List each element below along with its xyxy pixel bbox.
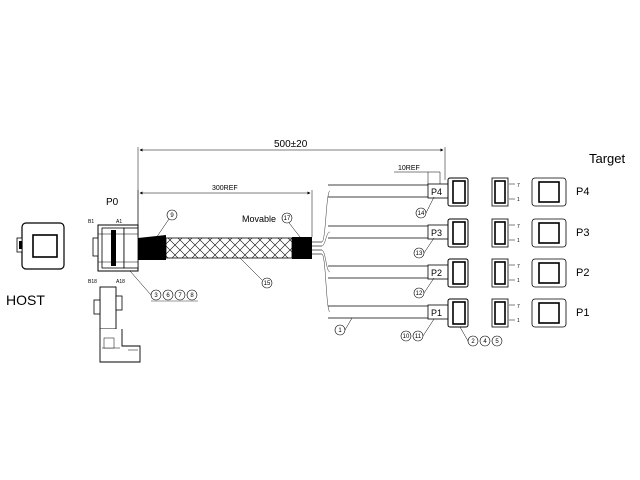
callout-11: 11 [415,334,422,340]
callout-17: 17 [284,216,291,222]
port-tag-p4: P4 [431,187,442,197]
branch-p1 [328,298,567,328]
callout-2: 2 [471,339,475,345]
p0-connector [92,224,139,272]
branch-p3 [328,218,567,248]
branch-p4 [328,177,567,207]
callout-12: 12 [416,291,423,297]
pin-b18: B18 [88,279,97,285]
callout-5: 5 [495,339,499,345]
callouts: 9 17 15 14 13 12 1 3 6 7 8 [129,196,503,347]
dimension-braid-label: 300REF [212,185,238,192]
dimension-total [137,147,446,237]
callout-13: 13 [416,251,423,257]
port-label-p4: P4 [576,186,589,198]
callout-14: 14 [418,211,425,217]
port-label-p1: P1 [576,307,589,319]
port-tag-p2: P2 [431,268,442,278]
main-cable [138,235,322,260]
pin-a1: A1 [116,219,122,225]
callout-9: 9 [170,213,174,219]
host-label: HOST [6,292,45,308]
dimension-tail-label: 10REF [398,165,420,172]
callout-4: 4 [483,339,487,345]
dimension-braid [137,190,313,237]
dimension-tail [394,171,441,185]
callout-3: 3 [154,293,158,299]
port-pin-bottom: 1 [517,318,520,324]
callout-10: 10 [403,334,410,340]
port-label-p3: P3 [576,227,589,239]
port-tag-p1: P1 [431,308,442,318]
host-connector [16,222,65,270]
movable-label: Movable [242,214,276,224]
dimension-total-label: 500±20 [274,139,308,150]
port-tag-p3: P3 [431,228,442,238]
callout-6: 6 [166,293,170,299]
p0-label: P0 [106,197,119,208]
port-pin-top: 7 [517,183,520,189]
callout-7: 7 [178,293,182,299]
pin-b1: B1 [88,219,94,225]
p0-side-view [93,286,141,363]
callout-15: 15 [264,281,271,287]
port-pin-top: 7 [517,224,520,230]
callout-1: 1 [338,328,342,334]
branch-p2 [328,258,567,288]
pin-a18: A18 [116,279,125,285]
port-pin-top: 7 [517,304,520,310]
port-pin-top: 7 [517,264,520,270]
port-pin-bottom: 1 [517,238,520,244]
port-label-p2: P2 [576,267,589,279]
branch-fanout [321,190,331,313]
target-label: Target [589,151,626,166]
port-pin-bottom: 1 [517,197,520,203]
callout-8: 8 [190,293,194,299]
port-pin-bottom: 1 [517,278,520,284]
